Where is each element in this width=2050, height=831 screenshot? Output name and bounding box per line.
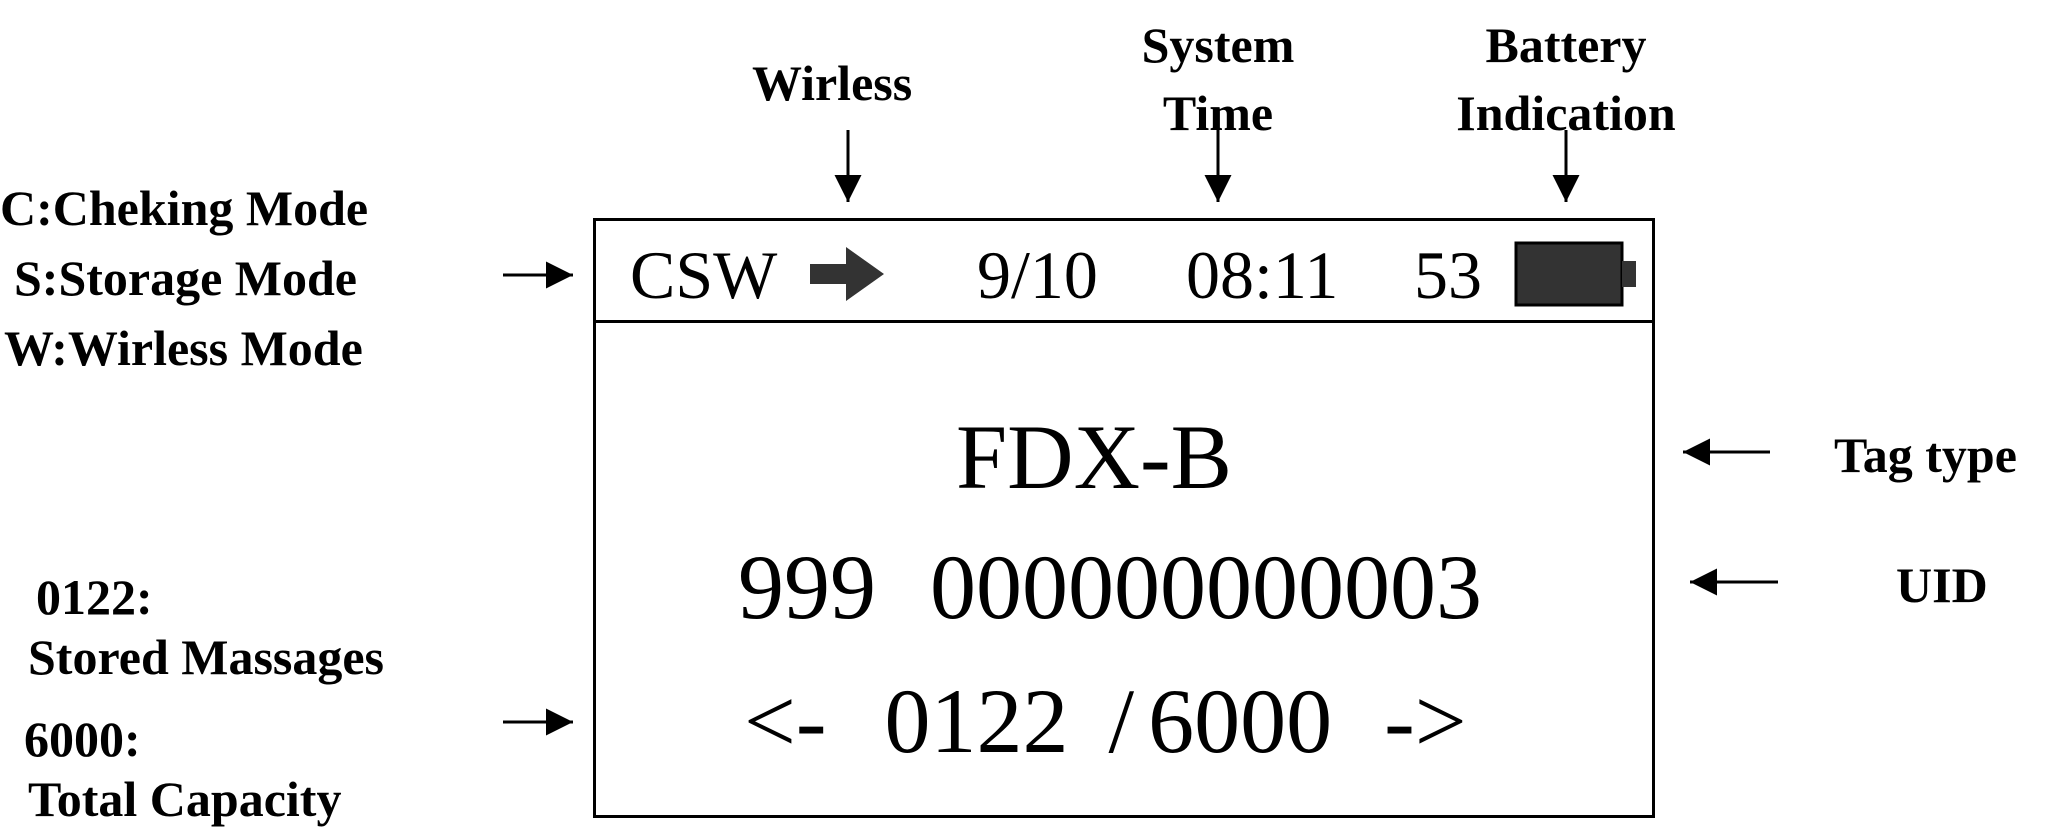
wireless-label: Wirless	[752, 55, 913, 111]
record-separator: /	[1108, 670, 1135, 772]
tag-type-label: Tag type	[1834, 427, 2017, 483]
record-current: 0122	[884, 670, 1069, 772]
uid-label: UID	[1896, 557, 1988, 613]
mode-legend-s: S:Storage Mode	[14, 250, 357, 306]
tag-type-display: FDX-B	[956, 406, 1233, 508]
total-capacity-label: Total Capacity	[28, 771, 342, 827]
battery-icon	[1514, 241, 1636, 307]
time-display: 08:11	[1186, 237, 1339, 313]
battery-label-line1: Battery	[1485, 17, 1647, 73]
mode-legend-w: W:Wirless Mode	[4, 320, 363, 376]
system-time-label-line1: System	[1141, 17, 1295, 73]
system-time-label-line2: Time	[1162, 85, 1274, 141]
date-display: 9/10	[977, 237, 1098, 313]
record-navigator: <-0122/6000->	[744, 675, 1467, 767]
wireless-arrow-icon	[810, 247, 884, 301]
status-bar: CSW 9/10 08:11 53	[596, 221, 1652, 323]
battery-label-line2: Indication	[1456, 85, 1676, 141]
system-time-label: System Time	[1130, 20, 1306, 138]
stored-messages-label: Stored Massages	[28, 629, 385, 685]
nav-next-arrow[interactable]: ->	[1384, 670, 1467, 772]
stored-count-label: 0122:	[36, 569, 153, 625]
battery-indication-label: Battery Indication	[1436, 20, 1696, 138]
battery-value: 53	[1414, 237, 1482, 313]
mode-indicator: CSW	[630, 237, 778, 313]
record-total: 6000	[1148, 670, 1333, 772]
uid-prefix: 999	[738, 536, 876, 638]
capacity-count-label: 6000:	[24, 711, 141, 767]
nav-prev-arrow[interactable]: <-	[744, 670, 827, 772]
uid-number: 000000000003	[930, 536, 1482, 638]
mode-legend-c: C:Cheking Mode	[0, 180, 369, 236]
